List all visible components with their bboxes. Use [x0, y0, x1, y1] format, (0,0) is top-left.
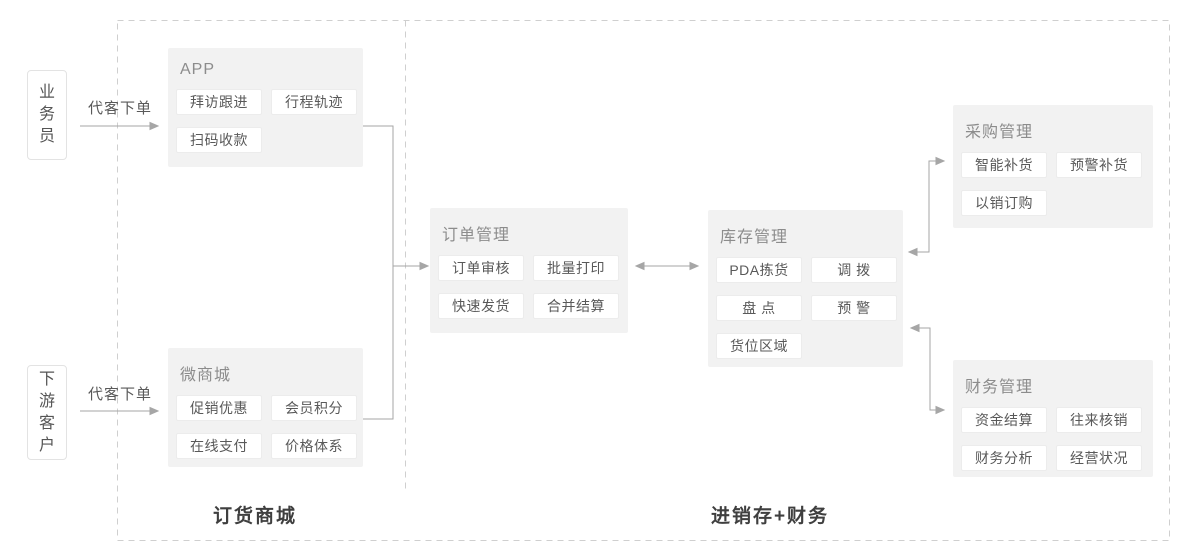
- panel-finance-management: 财务管理 资金结算 往来核销 财务分析 经营状况: [953, 360, 1153, 477]
- arrow-customer-to-mall: [80, 406, 160, 416]
- module-chip: 盘 点: [716, 295, 802, 321]
- module-chip: 价格体系: [271, 433, 357, 459]
- module-chip: 行程轨迹: [271, 89, 357, 115]
- module-chip: 在线支付: [176, 433, 262, 459]
- panel-wechat-mall: 微商城 促销优惠 会员积分 在线支付 价格体系: [168, 348, 363, 467]
- module-chip: 批量打印: [533, 255, 619, 281]
- section-label-erp-finance: 进销存+财务: [710, 506, 830, 527]
- actor-label: 下游客户: [38, 370, 55, 454]
- module-chip: 经营状况: [1056, 445, 1142, 471]
- actor-label: 业务员: [38, 84, 55, 145]
- module-chip: 财务分析: [961, 445, 1047, 471]
- arrow-order-inventory-bidirectional: [634, 261, 700, 271]
- module-chip: 往来核销: [1056, 407, 1142, 433]
- module-chip: 拜访跟进: [176, 89, 262, 115]
- panel-title: APP: [180, 61, 216, 78]
- module-chip: 快速发货: [438, 293, 524, 319]
- module-chip: PDA拣货: [716, 257, 802, 283]
- arrow-salesperson-to-app: [80, 121, 160, 131]
- actor-salesperson: 业务员: [27, 70, 67, 160]
- module-chip: 扫码收款: [176, 127, 262, 153]
- actor-downstream-customer: 下游客户: [27, 365, 67, 460]
- module-chip: 会员积分: [271, 395, 357, 421]
- module-chip: 预警补货: [1056, 152, 1142, 178]
- module-chip: 预 警: [811, 295, 897, 321]
- connector-inventory-purchase: [907, 156, 946, 257]
- module-chip: 订单审核: [438, 255, 524, 281]
- panel-order-management: 订单管理 订单审核 批量打印 快速发货 合并结算: [430, 208, 628, 333]
- module-chip: 促销优惠: [176, 395, 262, 421]
- module-chip: 货位区域: [716, 333, 802, 359]
- panel-app: APP 拜访跟进 行程轨迹 扫码收款: [168, 48, 363, 167]
- panel-title: 采购管理: [965, 124, 1034, 141]
- module-chip: 合并结算: [533, 293, 619, 319]
- module-chip: 资金结算: [961, 407, 1047, 433]
- arrow-to-order-management: [393, 261, 430, 271]
- panel-title: 财务管理: [965, 379, 1034, 396]
- bracket-app-mall: [363, 125, 394, 420]
- arrow-label-order-on-behalf: 代客下单: [87, 386, 152, 403]
- panel-inventory-management: 库存管理 PDA拣货 调 拨 盘 点 预 警 货位区域: [708, 210, 903, 367]
- module-chip: 调 拨: [811, 257, 897, 283]
- panel-title: 订单管理: [442, 227, 511, 244]
- panel-purchase-management: 采购管理 智能补货 预警补货 以销订购: [953, 105, 1153, 228]
- module-chip: 智能补货: [961, 152, 1047, 178]
- section-label-ordering-mall: 订货商城: [212, 506, 297, 527]
- panel-title: 库存管理: [720, 229, 789, 246]
- panel-title: 微商城: [180, 367, 232, 384]
- module-chip: 以销订购: [961, 190, 1047, 216]
- connector-inventory-finance: [909, 323, 946, 415]
- arrow-label-order-on-behalf: 代客下单: [87, 100, 152, 117]
